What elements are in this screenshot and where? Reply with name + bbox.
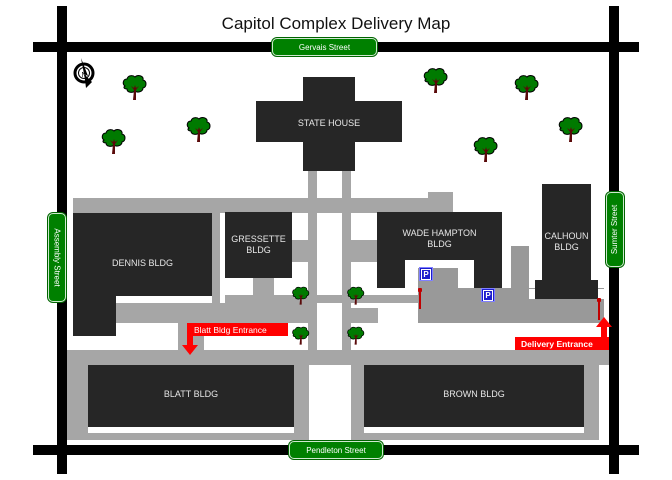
- wade-hampton-bldg-west-leg: [377, 258, 405, 288]
- compass-icon: N: [72, 56, 98, 90]
- lawn-brown-east-gap: [599, 365, 609, 445]
- delivery-entrance-label: Delivery Entrance: [515, 337, 609, 350]
- gressette-bldg-label-2: BLDG: [246, 245, 271, 255]
- walkway-north-band: [73, 198, 433, 213]
- wade-hampton-bldg-label-2: BLDG: [427, 239, 452, 249]
- dennis-bldg-main: [73, 213, 212, 296]
- calhoun-bldg-tower: [542, 184, 591, 282]
- street-sign-pendleton: Pendleton Street: [289, 441, 383, 459]
- calhoun-bldg-base: [535, 280, 598, 299]
- tree-icon: [101, 129, 126, 155]
- walkway-wade-west: [351, 240, 377, 262]
- plaza-center-lower: [309, 406, 351, 440]
- walkway-right-spine: [342, 171, 351, 351]
- lawn-brown-gap: [364, 427, 584, 433]
- street-sign-pendleton-label: Pendleton Street: [306, 445, 366, 455]
- parking-sign-1: P: [419, 267, 433, 281]
- map-title: Capitol Complex Delivery Map: [221, 14, 451, 33]
- dennis-bldg-label: DENNIS BLDG: [111, 258, 173, 268]
- street-sign-assembly: Assembly Street: [48, 213, 66, 302]
- walkway-dennis-south-band: [116, 303, 308, 323]
- tree-icon: [473, 137, 498, 163]
- gate-marker-east: [597, 298, 601, 320]
- tree-icon: [292, 286, 310, 305]
- gate-marker-west: [418, 288, 422, 309]
- blatt-entrance-label: Blatt Bldg Entrance: [188, 323, 288, 336]
- compass-label: N: [81, 72, 86, 79]
- blatt-bldg: [88, 365, 294, 427]
- walkway-mid-band: [225, 295, 420, 303]
- tree-icon: [347, 286, 365, 305]
- blatt-entrance-arrow: [182, 323, 198, 357]
- gressette-bldg-label-1: GRESSETTE: [231, 234, 286, 244]
- state-house-horizontal: [256, 101, 402, 142]
- tree-icon: [122, 75, 147, 101]
- walkway-south-band: [67, 350, 609, 365]
- walkway-north-to-wade: [428, 192, 453, 212]
- wade-hampton-bldg-label-1: WADE HAMPTON: [402, 228, 477, 238]
- walkway-gressette-east: [292, 240, 308, 262]
- brown-bldg: [364, 365, 584, 427]
- street-sign-sumter-label: Sumter Street: [610, 204, 620, 255]
- calhoun-bldg-label-2: BLDG: [554, 242, 579, 252]
- brown-bldg-label: BROWN BLDG: [443, 389, 505, 399]
- calhoun-bldg-label-1: CALHOUN: [544, 231, 589, 241]
- parking-lot-tower: [511, 246, 529, 291]
- tree-icon: [558, 117, 583, 143]
- walkway-mid-stub: [351, 308, 378, 323]
- walkway-gressette-south: [253, 277, 274, 295]
- delivery-entrance-arrow: [596, 315, 612, 350]
- street-sign-assembly-label: Assembly Street: [52, 228, 62, 287]
- wade-hampton-bldg-top: [377, 212, 502, 260]
- walkway-dennis-east-col: [212, 198, 220, 308]
- parking-sign-2: P: [481, 288, 495, 302]
- street-sign-gervais-label: Gervais Street: [298, 42, 351, 52]
- tree-icon: [347, 326, 365, 345]
- street-sign-gervais: Gervais Street: [272, 38, 377, 56]
- tree-icon: [514, 75, 539, 101]
- tree-icon: [186, 117, 211, 143]
- walkway-left-spine: [308, 171, 317, 351]
- plaza-center: [317, 365, 342, 408]
- tree-icon: [292, 326, 310, 345]
- tree-icon: [423, 68, 448, 94]
- lawn-blatt-gap: [88, 427, 294, 433]
- dennis-bldg-leg: [73, 296, 116, 336]
- street-sign-sumter: Sumter Street: [606, 192, 624, 267]
- parking-sign-1-label: P: [421, 268, 431, 280]
- gressette-bldg: [225, 212, 292, 278]
- blatt-bldg-label: BLATT BLDG: [163, 389, 219, 399]
- state-house-label: STATE HOUSE: [297, 118, 361, 128]
- wade-hampton-bldg-east-leg: [474, 258, 502, 288]
- parking-sign-2-label: P: [483, 289, 493, 301]
